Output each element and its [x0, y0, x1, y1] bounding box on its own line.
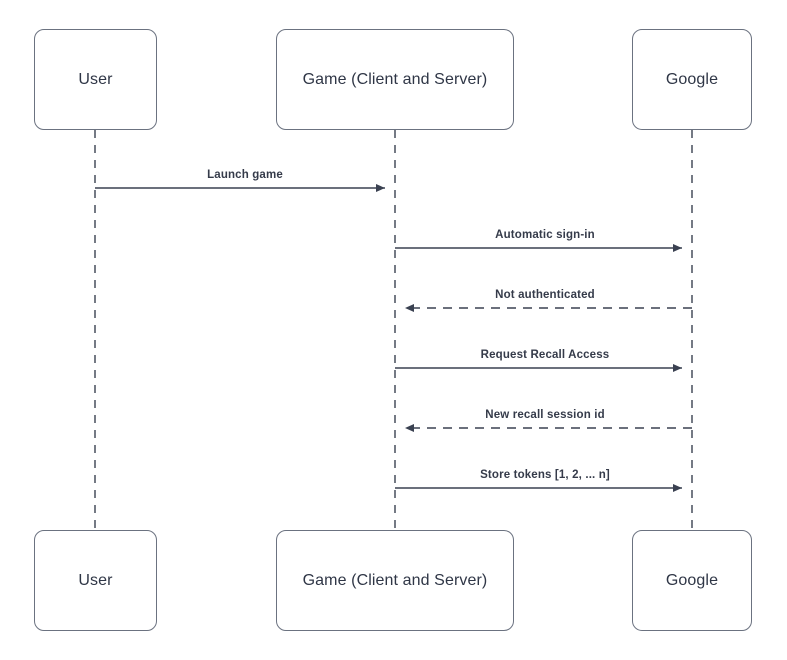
participant-label-game-bottom: Game (Client and Server) [302, 571, 488, 589]
message-label-automatic-sign-in: Automatic sign-in [495, 229, 595, 241]
participant-label-user-top: User [78, 70, 113, 88]
message-label-new-recall-session-id: New recall session id [485, 409, 605, 421]
participant-label-google-top: Google [665, 70, 719, 88]
message-label-store-tokens: Store tokens [1, 2, ... n] [480, 469, 610, 481]
participant-box-google-top[interactable]: Google [632, 29, 752, 130]
participant-label-user-bottom: User [78, 571, 113, 589]
participant-box-user-bottom[interactable]: User [34, 530, 157, 631]
message-label-request-recall-access: Request Recall Access [480, 349, 610, 361]
participant-box-user-top[interactable]: User [34, 29, 157, 130]
participant-box-game-bottom[interactable]: Game (Client and Server) [276, 530, 514, 631]
participant-label-game-top: Game (Client and Server) [302, 70, 488, 88]
participant-box-google-bottom[interactable]: Google [632, 530, 752, 631]
participant-label-google-bottom: Google [665, 571, 719, 589]
message-label-not-authenticated: Not authenticated [495, 289, 595, 301]
participant-box-game-top[interactable]: Game (Client and Server) [276, 29, 514, 130]
message-label-launch-game: Launch game [207, 169, 283, 181]
